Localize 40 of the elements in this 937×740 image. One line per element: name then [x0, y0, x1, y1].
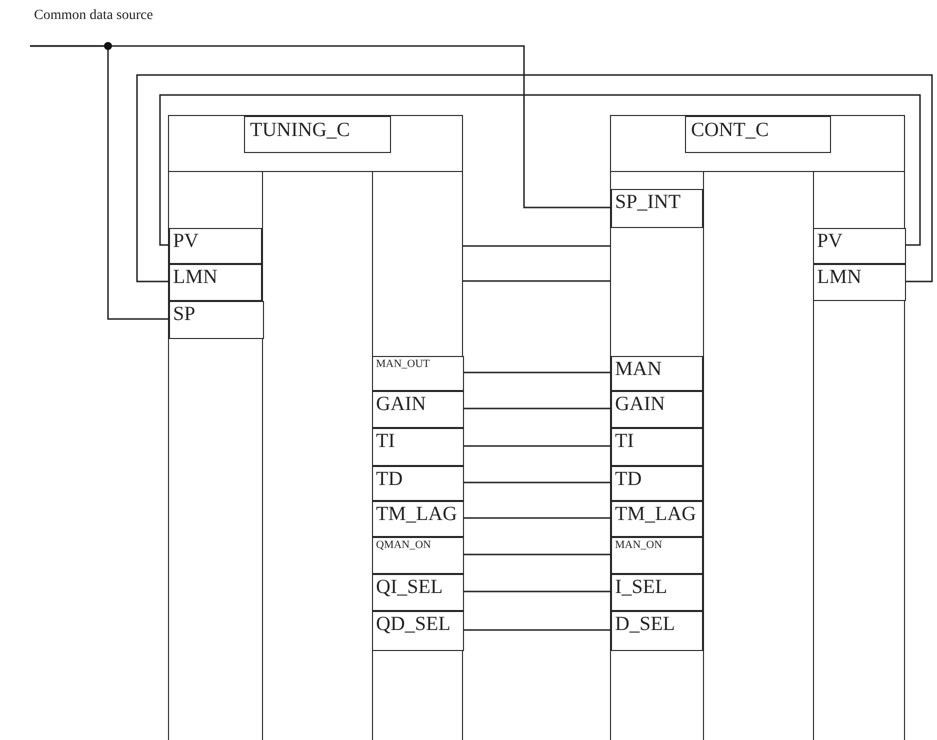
pin-label: TM_LAG	[611, 501, 703, 537]
pin-label: LMN	[813, 264, 906, 301]
pin-label: PV	[169, 228, 262, 264]
pin-label: TM_LAG	[372, 501, 464, 537]
pin-label: QD_SEL	[372, 611, 464, 651]
pin-label: TI	[611, 428, 703, 466]
block-title: TUNING_C	[244, 116, 391, 153]
wire	[463, 372, 610, 374]
wire	[30, 45, 610, 208]
pin-label: SP	[169, 301, 264, 339]
pin-label: QMAN_ON	[372, 537, 464, 574]
wire	[136, 74, 933, 282]
wire	[463, 517, 610, 519]
pin-label: PV	[813, 228, 906, 264]
pin-label: GAIN	[611, 391, 703, 428]
wire	[463, 280, 610, 282]
pin-label: SP_INT	[611, 189, 703, 228]
pin-label: MAN_ON	[611, 537, 703, 574]
pin-label: I_SEL	[611, 574, 703, 611]
pin-label: GAIN	[372, 391, 464, 428]
pin-label: QI_SEL	[372, 574, 464, 611]
source-label: Common data source	[30, 8, 210, 46]
pin-label: LMN	[169, 264, 262, 301]
wire	[463, 554, 610, 556]
pin-label: TI	[372, 428, 464, 466]
wire	[463, 629, 610, 631]
pin-label: D_SEL	[611, 611, 703, 651]
pin-label: TD	[372, 466, 464, 501]
wire	[463, 590, 610, 592]
function-block	[168, 115, 463, 740]
function-block	[610, 115, 905, 740]
pin-label: MAN	[611, 356, 703, 391]
pin-label: MAN_OUT	[372, 356, 464, 391]
wire	[463, 245, 610, 247]
block-title: CONT_C	[685, 116, 831, 153]
wire	[463, 445, 610, 447]
wire	[463, 408, 610, 410]
wire	[463, 482, 610, 484]
pin-label: TD	[611, 466, 703, 501]
wire	[159, 94, 921, 246]
